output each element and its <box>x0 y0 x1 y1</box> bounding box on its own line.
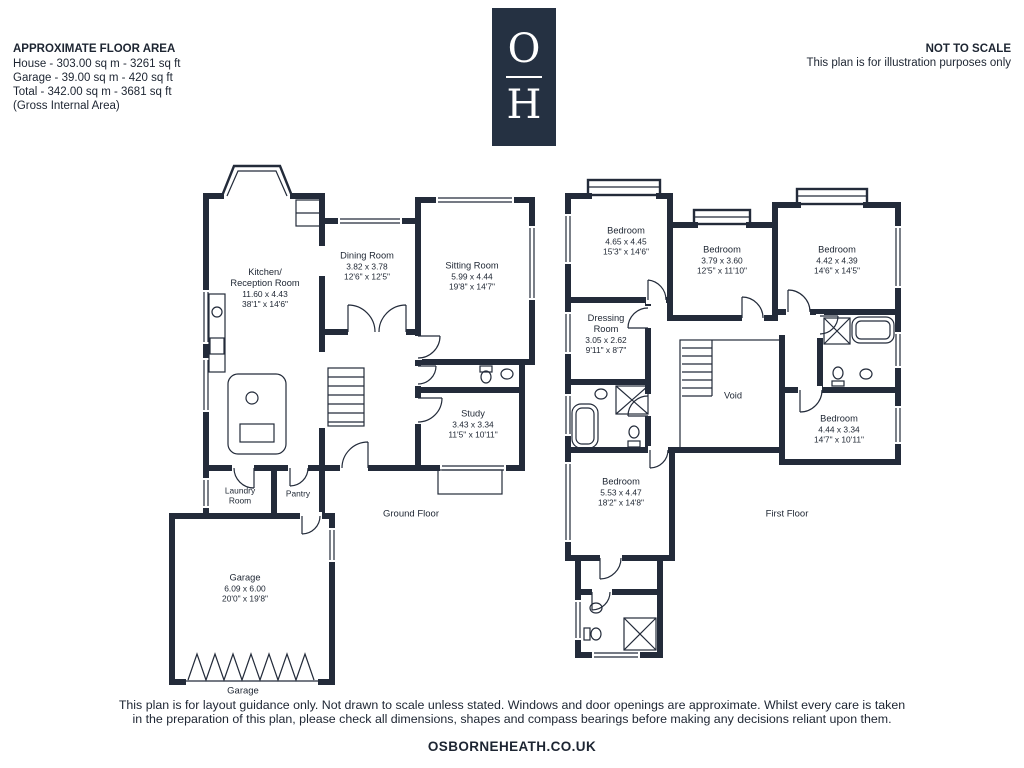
window-glazing-lines <box>203 197 535 560</box>
room-label-pantry: Pantry <box>285 488 311 499</box>
website-url: OSBORNEHEATH.CO.UK <box>427 739 597 754</box>
first-floor-details <box>565 178 901 658</box>
toilet-icon <box>590 627 602 641</box>
first-floor-plan <box>564 178 902 659</box>
garage-caption: Garage <box>227 685 259 697</box>
floor-area-garage: Garage - 39.00 sq m - 420 sq ft <box>13 72 173 84</box>
stairs-icon <box>682 340 713 397</box>
kitchen-counter <box>208 199 321 373</box>
floor-area-house: House - 303.00 sq m - 3261 sq ft <box>13 58 181 70</box>
dormer-windows <box>586 178 869 226</box>
floor-area-gross: (Gross Internal Area) <box>13 100 120 112</box>
room-label-bedroom4: Bedroom 4.44 x 3.34 14'7" x 10'11" <box>814 413 864 445</box>
sink-icon <box>589 602 603 614</box>
disclaimer-line-2: in the preparation of this plan, please … <box>132 711 892 726</box>
ground-floor-openings <box>186 192 536 686</box>
room-label-bedroom1: Bedroom 4.65 x 4.45 15'3" x 14'6" <box>603 225 649 257</box>
stairs-icon <box>327 367 365 427</box>
ground-floor-details <box>186 164 535 682</box>
ensuite-fixtures <box>823 316 895 387</box>
sink-icon <box>500 368 514 380</box>
shower-icon <box>615 385 649 415</box>
room-label-dining: Dining Room 3.82 x 3.78 12'6" x 12'5" <box>340 250 394 282</box>
bath-icon <box>851 316 895 344</box>
room-label-garage: Garage 6.09 x 6.00 20'0" x 19'8" <box>222 572 268 604</box>
room-label-bedroom5: Bedroom 5.53 x 4.47 18'2" x 14'8" <box>598 476 644 508</box>
room-label-kitchen: Kitchen/ Reception Room 11.60 x 4.43 38'… <box>230 267 300 309</box>
family-bathroom-fixtures <box>571 385 649 449</box>
room-label-bedroom2: Bedroom 3.79 x 3.60 12'5" x 11'10" <box>697 244 747 276</box>
ground-floor-plan <box>169 164 536 686</box>
void-boundary <box>679 339 783 451</box>
floor-area-title: APPROXIMATE FLOOR AREA <box>13 43 176 55</box>
sink-icon <box>859 368 873 380</box>
second-ensuite-fixtures <box>583 602 657 651</box>
sink-icon <box>594 388 608 400</box>
room-label-dressing: Dressing Room 3.05 x 2.62 9'11" x 8'7" <box>585 313 627 355</box>
toilet-icon <box>628 425 640 439</box>
floor-area-total: Total - 342.00 sq m - 3681 sq ft <box>13 86 172 98</box>
not-to-scale-label: NOT TO SCALE <box>925 43 1011 55</box>
disclaimer: This plan is for layout guidance only. N… <box>0 698 1024 726</box>
illustration-note: This plan is for illustration purposes o… <box>806 57 1011 69</box>
bath-icon <box>571 403 599 449</box>
osborne-heath-logo: O H <box>492 8 556 146</box>
room-label-study: Study 3.43 x 3.34 11'5" x 10'11" <box>448 408 498 440</box>
scale-note-block: NOT TO SCALE This plan is for illustrati… <box>806 42 1011 70</box>
disclaimer-line-1: This plan is for layout guidance only. N… <box>118 698 906 712</box>
bay-window <box>220 164 294 197</box>
ground-floor-caption: Ground Floor <box>383 508 439 520</box>
toilet-icon <box>832 366 844 380</box>
wc-fixtures <box>479 365 514 384</box>
room-label-bedroom3: Bedroom 4.42 x 4.39 14'6" x 14'5" <box>814 244 860 276</box>
door-arcs <box>233 304 443 535</box>
room-label-sitting: Sitting Room 5.99 x 4.44 19'8" x 14'7" <box>445 260 499 292</box>
logo-divider <box>506 76 542 78</box>
room-label-laundry: Laundry Room <box>224 485 256 505</box>
garage-door-zigzag <box>186 652 318 682</box>
shower-icon <box>623 617 657 651</box>
shower-icon <box>823 317 851 345</box>
porch <box>437 469 503 495</box>
kitchen-island <box>227 373 287 455</box>
logo-letter-o: O <box>507 26 541 72</box>
room-label-void: Void <box>723 390 743 401</box>
logo-letter-h: H <box>506 82 542 128</box>
floor-area-summary: APPROXIMATE FLOOR AREA House - 303.00 sq… <box>13 42 180 113</box>
window-glazing-lines <box>565 216 901 658</box>
toilet-icon <box>480 370 492 384</box>
first-floor-caption: First Floor <box>765 508 809 520</box>
